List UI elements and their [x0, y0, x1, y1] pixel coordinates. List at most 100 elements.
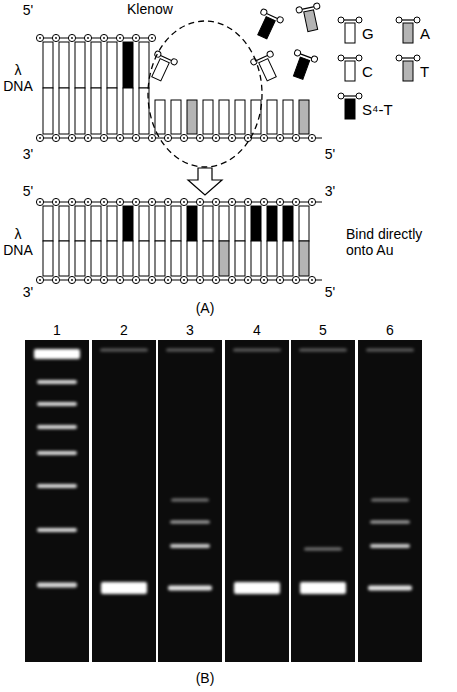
- legend-label: G: [362, 26, 374, 42]
- phosphate-symbol: [100, 198, 107, 205]
- phosphate-symbol: [260, 134, 267, 141]
- phosphate-dot: [183, 137, 185, 139]
- base-block: [107, 206, 117, 241]
- phosphate-dot: [71, 37, 73, 39]
- lane-number: 4: [247, 322, 267, 338]
- dna-after: [36, 198, 322, 283]
- base-block: [251, 241, 261, 276]
- base-block: [107, 88, 117, 134]
- base-block: [203, 100, 213, 134]
- base-block: [403, 23, 413, 43]
- phosphate-symbol: [132, 34, 139, 41]
- base-block: [219, 100, 229, 134]
- phosphate-symbol: [244, 198, 251, 205]
- base-block: [345, 99, 355, 119]
- phosphate-symbol: [52, 134, 59, 141]
- lane-number: 2: [114, 322, 134, 338]
- phosphate-dot: [295, 279, 297, 281]
- base-block: [123, 206, 133, 241]
- phosphate-symbol: [292, 134, 299, 141]
- base-block: [299, 241, 309, 276]
- phosphate-dot: [247, 137, 249, 139]
- phosphate-symbol: [311, 55, 319, 63]
- dna-before: [36, 3, 324, 142]
- phosphate-dot: [71, 137, 73, 139]
- phosphate-dot: [311, 137, 313, 139]
- gel-image: [22, 340, 424, 662]
- phosphate-dot: [119, 279, 121, 281]
- nucleotide-symbol: [251, 8, 284, 42]
- base-block: [299, 206, 309, 241]
- phosphate-dot: [119, 37, 121, 39]
- gel-band: [300, 582, 346, 594]
- gel-frame: [22, 340, 424, 662]
- base-block: [283, 100, 293, 134]
- phosphate-dot: [247, 279, 249, 281]
- phosphate-dot: [135, 201, 137, 203]
- base-block: [123, 42, 133, 88]
- gel-band: [37, 484, 77, 488]
- strand-label: 5': [16, 2, 40, 18]
- base-block: [139, 42, 149, 88]
- legend-label: C: [362, 64, 373, 80]
- gel-lane: [92, 340, 156, 662]
- gel-band: [101, 582, 147, 594]
- gel-band: [170, 521, 210, 524]
- base-block: [152, 59, 170, 81]
- phosphate-symbol: [276, 198, 283, 205]
- legend: [338, 17, 420, 119]
- phosphate-dot: [39, 37, 41, 39]
- lane-number: 3: [180, 322, 200, 338]
- phosphate-dot: [119, 137, 121, 139]
- phosphate-symbol: [164, 134, 171, 141]
- gel-lane: [158, 340, 222, 662]
- gel-band: [100, 349, 148, 352]
- phosphate-symbol: [356, 93, 362, 99]
- phosphate-dot: [231, 279, 233, 281]
- phosphate-symbol: [116, 34, 123, 41]
- phosphate-symbol: [180, 198, 187, 205]
- strand-label: Bind directly onto Au: [346, 226, 446, 258]
- phosphate-symbol: [338, 93, 344, 99]
- phosphate-symbol: [52, 34, 59, 41]
- base-block: [299, 100, 309, 134]
- base-block: [171, 241, 181, 276]
- base-block: [267, 206, 277, 241]
- phosphate-dot: [151, 37, 153, 39]
- gel-band: [371, 499, 409, 502]
- phosphate-symbol: [164, 276, 171, 283]
- phosphate-dot: [87, 37, 89, 39]
- gel-band: [171, 499, 209, 502]
- phosphate-symbol: [84, 34, 91, 41]
- phosphate-dot: [103, 201, 105, 203]
- phosphate-symbol: [84, 198, 91, 205]
- phosphate-dot: [167, 201, 169, 203]
- phosphate-symbol: [196, 134, 203, 141]
- phosphate-symbol: [396, 17, 402, 23]
- nucleotide-symbol: [338, 17, 362, 43]
- phosphate-dot: [135, 279, 137, 281]
- gel-band: [37, 402, 77, 406]
- lane-number: 5: [313, 322, 333, 338]
- base-block: [267, 241, 277, 276]
- gel-band: [37, 583, 77, 588]
- base-block: [203, 206, 213, 241]
- process-arrow: [188, 168, 222, 195]
- phosphate-dot: [55, 137, 57, 139]
- phosphate-dot: [279, 279, 281, 281]
- phosphate-symbol: [52, 276, 59, 283]
- phosphate-dot: [199, 279, 201, 281]
- phosphate-symbol: [308, 198, 315, 205]
- legend-label: A: [420, 26, 430, 42]
- phosphate-symbol: [294, 49, 302, 57]
- base-block: [171, 206, 181, 241]
- phosphate-symbol: [396, 55, 402, 61]
- gel-band: [37, 528, 77, 532]
- phosphate-dot: [215, 137, 217, 139]
- base-block: [139, 206, 149, 241]
- phosphate-symbol: [180, 134, 187, 141]
- phosphate-dot: [135, 37, 137, 39]
- phosphate-symbol: [100, 34, 107, 41]
- phosphate-symbol: [196, 276, 203, 283]
- phosphate-symbol: [308, 134, 315, 141]
